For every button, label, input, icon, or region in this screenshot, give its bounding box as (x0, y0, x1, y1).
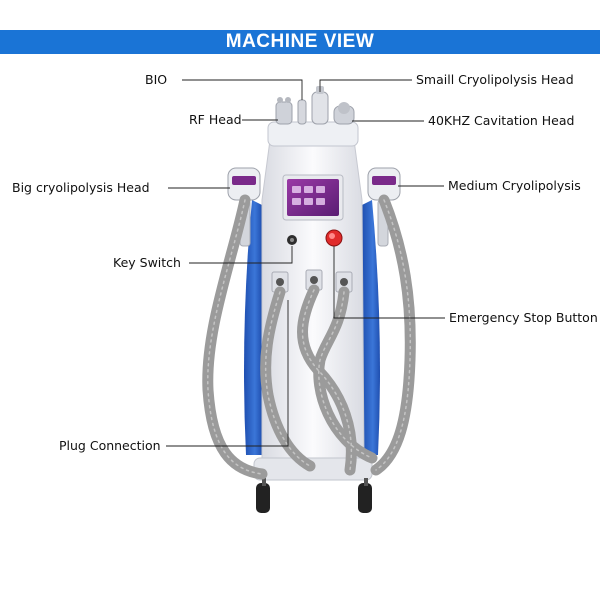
label-cavitation: 40KHZ Cavitation Head (428, 113, 574, 128)
screen-icons (292, 186, 325, 205)
label-key-switch: Key Switch (113, 255, 181, 270)
title-banner: MACHINE VIEW (0, 30, 600, 54)
rf-head (275, 101, 293, 125)
labels: BIO Smaill Cryolipolysis Head RF Head 40… (12, 72, 598, 453)
leader-emergency-stop (333, 246, 445, 319)
leader-bio (182, 79, 303, 100)
label-emergency-stop: Emergency Stop Button (449, 310, 598, 325)
wheels (256, 478, 372, 513)
right-blue-panel (362, 200, 380, 455)
label-bio: BIO (145, 72, 167, 87)
label-rf-head: RF Head (189, 112, 242, 127)
banner-title: MACHINE VIEW (225, 31, 375, 52)
leader-plug (166, 300, 289, 447)
touch-screen (287, 179, 339, 216)
label-medium-cryo: Medium Cryolipolysis (448, 178, 581, 193)
bio-head (297, 99, 307, 125)
label-plug-connection: Plug Connection (59, 438, 161, 453)
leader-lines (166, 79, 445, 447)
label-small-cryo: Smaill Cryolipolysis Head (416, 72, 574, 87)
small-cryo-head (311, 91, 329, 125)
connector-ports (271, 269, 353, 293)
top-heads (275, 86, 355, 125)
left-blue-panel (244, 200, 262, 455)
leader-small-cryo (319, 79, 412, 92)
head-tray (267, 121, 359, 147)
leader-key-switch (189, 246, 293, 264)
label-big-cryo: Big cryolipolysis Head (12, 180, 150, 195)
hose-texture (207, 199, 412, 475)
